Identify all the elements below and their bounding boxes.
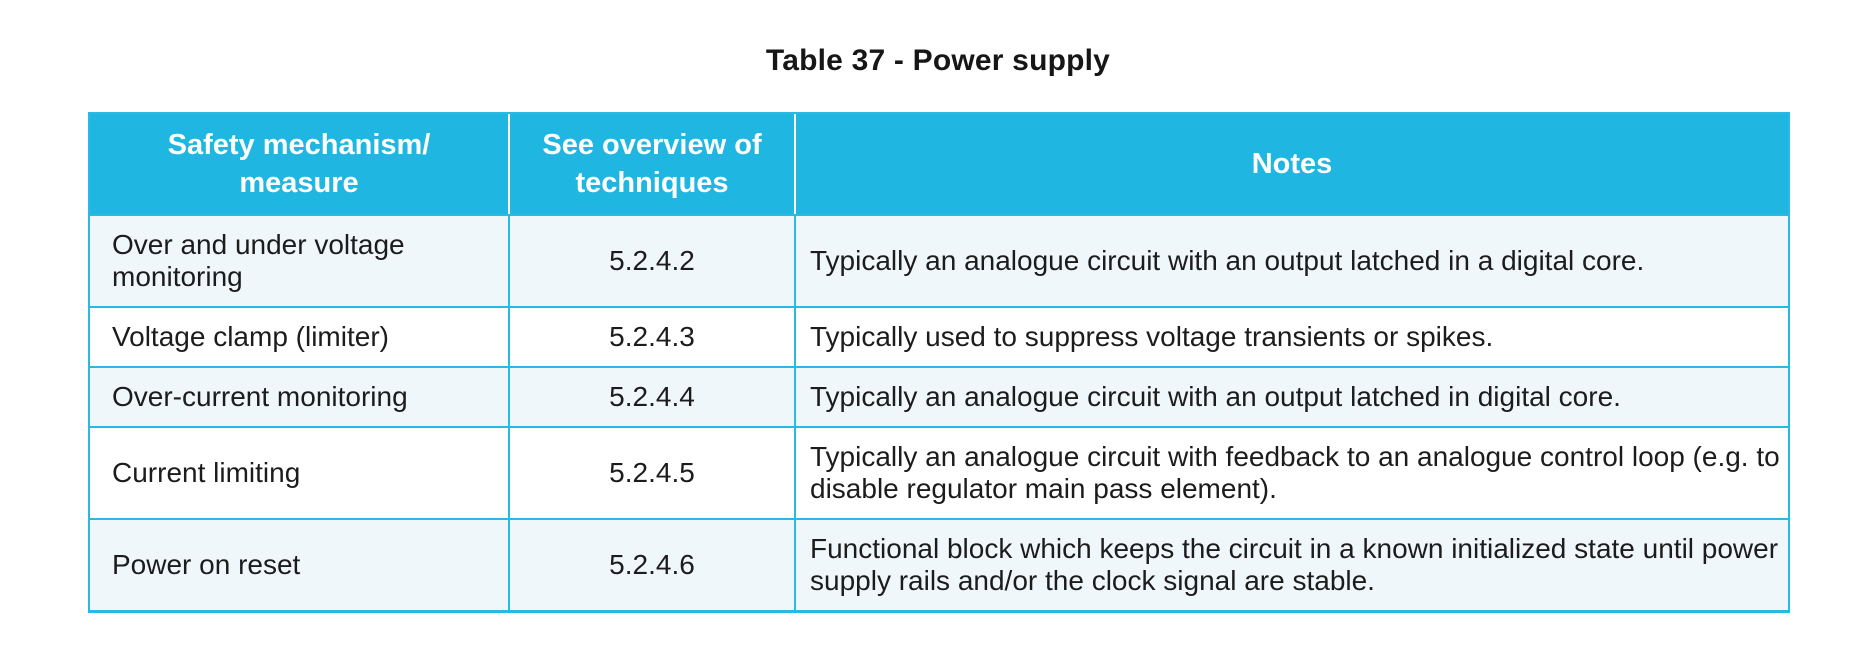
cell-technique-reference: 5.2.4.3 [508, 306, 794, 366]
cell-notes: Typically an analogue circuit with an ou… [794, 214, 1788, 306]
cell-notes: Typically used to suppress voltage trans… [794, 306, 1788, 366]
header-safety-mechanism: Safety mechanism/ measure [90, 114, 508, 214]
table-header-row: Safety mechanism/ measure See overview o… [90, 114, 1788, 214]
header-see-overview-of-techniques: See overview of techniques [508, 114, 794, 214]
cell-safety-mechanism: Power on reset [90, 518, 508, 610]
table-row: Power on reset 5.2.4.6 Functional block … [90, 518, 1788, 610]
table-row: Current limiting 5.2.4.5 Typically an an… [90, 426, 1788, 518]
cell-technique-reference: 5.2.4.5 [508, 426, 794, 518]
cell-safety-mechanism: Voltage clamp (limiter) [90, 306, 508, 366]
cell-technique-reference: 5.2.4.2 [508, 214, 794, 306]
table-row: Over-current monitoring 5.2.4.4 Typicall… [90, 366, 1788, 426]
cell-notes: Typically an analogue circuit with feedb… [794, 426, 1788, 518]
cell-notes: Typically an analogue circuit with an ou… [794, 366, 1788, 426]
table-body: Over and under voltage monitoring 5.2.4.… [90, 214, 1788, 610]
cell-notes: Functional block which keeps the circuit… [794, 518, 1788, 610]
cell-safety-mechanism: Current limiting [90, 426, 508, 518]
table-row: Voltage clamp (limiter) 5.2.4.3 Typicall… [90, 306, 1788, 366]
cell-safety-mechanism: Over-current monitoring [90, 366, 508, 426]
table-row: Over and under voltage monitoring 5.2.4.… [90, 214, 1788, 306]
cell-technique-reference: 5.2.4.4 [508, 366, 794, 426]
power-supply-table: Safety mechanism/ measure See overview o… [88, 112, 1790, 613]
cell-safety-mechanism: Over and under voltage monitoring [90, 214, 508, 306]
cell-technique-reference: 5.2.4.6 [508, 518, 794, 610]
header-notes: Notes [794, 114, 1788, 214]
table-caption: Table 37 - Power supply [765, 44, 1111, 77]
